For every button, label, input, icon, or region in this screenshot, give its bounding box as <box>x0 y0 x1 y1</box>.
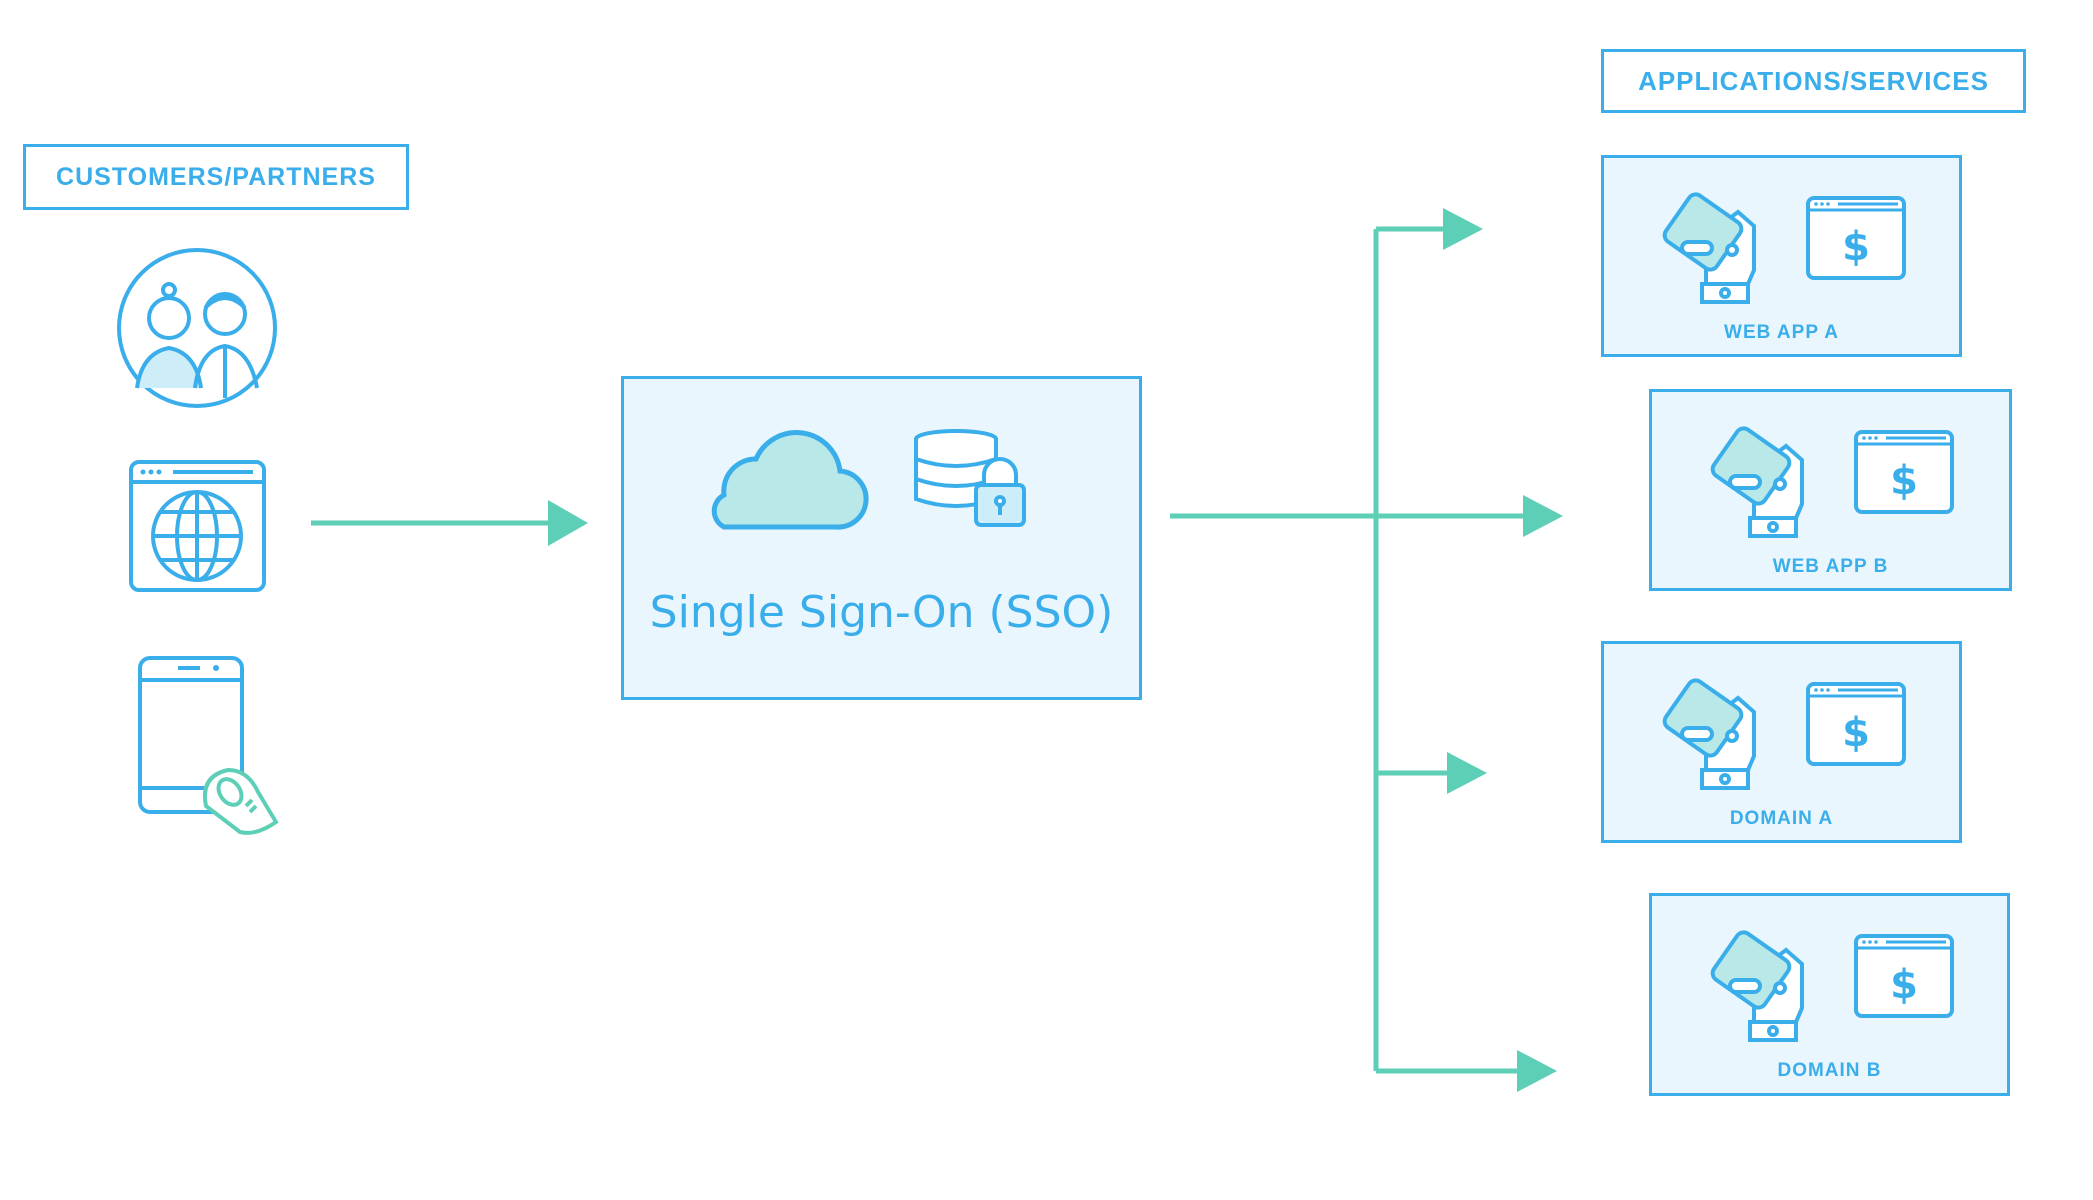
app-label: WEB APP A <box>1724 322 1839 343</box>
arrowhead-icon <box>548 500 588 546</box>
browser-dollar-icon: $ <box>1854 934 1954 1018</box>
browser-dollar-icon: $ <box>1854 430 1954 514</box>
cloud-icon <box>711 430 869 530</box>
app-label: WEB APP B <box>1772 556 1889 577</box>
applications-services-header: APPLICATIONS/SERVICES <box>1601 49 2026 113</box>
browser-dollar-icon: $ <box>1806 682 1906 766</box>
app-box-web-app-a: $ WEB APP A <box>1601 155 1962 357</box>
browser-globe-icon <box>129 460 266 592</box>
database-lock-icon <box>914 429 1026 527</box>
app-box-domain-a: $ DOMAIN A <box>1601 641 1962 843</box>
dollar-sign: $ <box>1890 962 1918 1008</box>
hand-phone-icon <box>1662 678 1756 790</box>
app-label: DOMAIN A <box>1729 808 1834 829</box>
hand-phone-icon <box>1710 426 1804 538</box>
arrowhead-icon <box>1517 1050 1557 1092</box>
arrowhead-icon <box>1447 752 1487 794</box>
customers-partners-header: CUSTOMERS/PARTNERS <box>23 144 409 210</box>
app-box-domain-b: $ DOMAIN B <box>1649 893 2010 1096</box>
dollar-sign: $ <box>1842 224 1870 270</box>
app-label: DOMAIN B <box>1777 1060 1882 1081</box>
dollar-sign: $ <box>1890 458 1918 504</box>
arrowhead-icon <box>1523 495 1563 537</box>
users-icon <box>117 248 277 408</box>
hand-phone-icon <box>1710 930 1804 1042</box>
mobile-touch-icon <box>138 656 279 835</box>
arrowhead-icon <box>1443 208 1483 250</box>
hand-phone-icon <box>1662 192 1756 304</box>
dollar-sign: $ <box>1842 710 1870 756</box>
app-box-web-app-b: $ WEB APP B <box>1649 389 2012 591</box>
browser-dollar-icon: $ <box>1806 196 1906 280</box>
sso-box: Single Sign-On (SSO) <box>621 376 1142 700</box>
sso-title: Single Sign-On (SSO) <box>649 587 1114 638</box>
